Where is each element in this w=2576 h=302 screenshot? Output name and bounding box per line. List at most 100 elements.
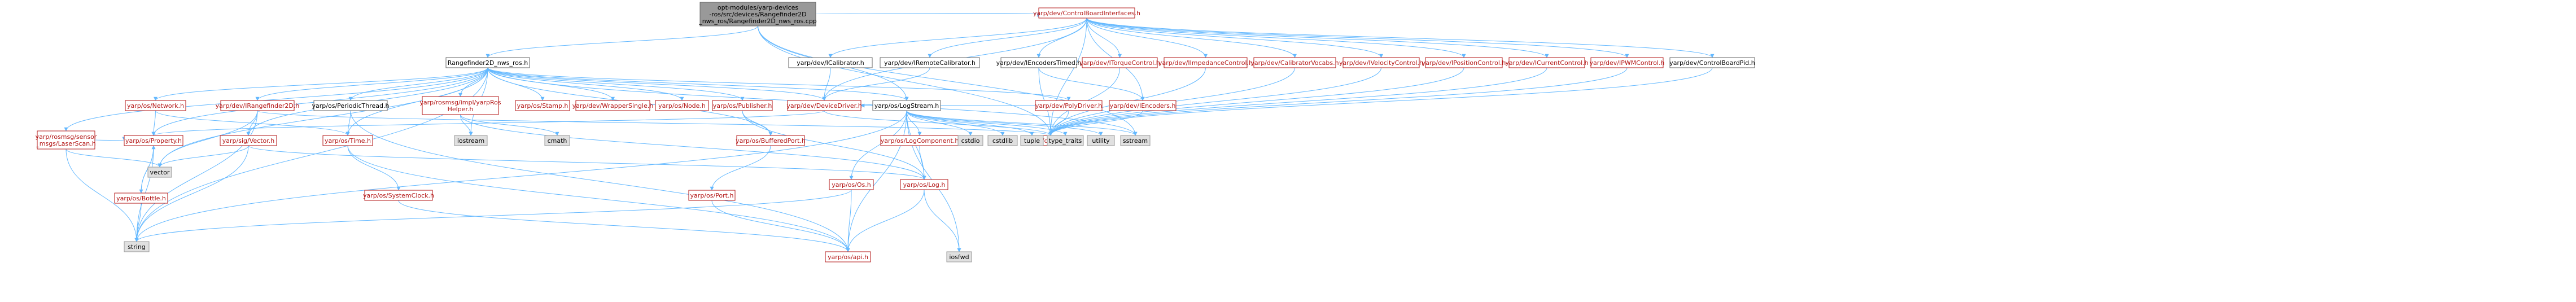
node-label-stamp: yarp/os/Stamp.h	[517, 102, 568, 110]
node-label-ipc: yarp/dev/IPositionControl.h	[1422, 59, 1506, 67]
edge-cbi-to-ipwm	[1086, 17, 1629, 58]
node-ienc[interactable]: yarp/dev/IEncoders.h	[1109, 100, 1177, 111]
node-box-cmath	[544, 135, 570, 146]
edge-cbi-to-icc	[1086, 17, 1549, 58]
node-osapi[interactable]: yarp/os/api.h	[825, 251, 871, 262]
node-label-irf: yarp/dev/IRangefinder2D.h	[216, 102, 300, 110]
node-label-ipwm: yarp/dev/IPWMControl.h	[1590, 59, 1665, 67]
node-ipwm[interactable]: yarp/dev/IPWMControl.h	[1590, 57, 1665, 68]
edges-layer	[64, 12, 1715, 252]
node-label-bottle: yarp/os/Bottle.h	[116, 195, 166, 202]
node-laser[interactable]: yarp/rosmsg/sensor_msgs/LaserScan.h	[36, 130, 97, 150]
node-sigvec[interactable]: yarp/sig/Vector.h	[220, 135, 277, 146]
node-stamp[interactable]: yarp/os/Stamp.h	[515, 100, 570, 111]
node-label-ivc: yarp/dev/IVelocityControl.h	[1339, 59, 1423, 67]
edge-rosh-to-cmath	[460, 114, 559, 136]
node-ivc[interactable]: yarp/dev/IVelocityControl.h	[1339, 57, 1423, 68]
node-label-vector: vector	[150, 169, 170, 176]
node-box-sigvec	[220, 135, 277, 146]
node-typetraits: type_traits	[1047, 135, 1084, 146]
edge-rnws-to-logs	[487, 67, 909, 101]
node-logc[interactable]: yarp/os/LogComponent.h	[880, 135, 959, 146]
node-box-string	[124, 241, 150, 252]
node-irc: yarp/dev/IRemoteCalibrator.h	[880, 57, 980, 68]
edge-time-to-sysclk	[347, 145, 401, 191]
node-icc[interactable]: yarp/dev/ICurrentControl.h	[1505, 57, 1589, 68]
edge-logs-to-utility	[906, 110, 1103, 136]
edge-logs-to-logc	[906, 110, 922, 136]
node-irf[interactable]: yarp/dev/IRangefinder2D.h	[216, 100, 300, 111]
node-box-cstdlib	[987, 135, 1018, 146]
edge-iet-to-ienc	[1038, 67, 1145, 101]
node-time[interactable]: yarp/os/Time.h	[322, 135, 373, 146]
edge-rnws-to-string	[134, 67, 488, 242]
edge-laser-to-prop	[94, 137, 126, 141]
node-iic[interactable]: yarp/dev/IImpedanceControl.h	[1158, 57, 1253, 68]
node-bottle[interactable]: yarp/os/Bottle.h	[114, 192, 168, 204]
edge-ienc-to-devapi	[1048, 110, 1143, 136]
node-box-iet	[1000, 57, 1077, 68]
edge-ical-to-devdrv	[822, 67, 831, 101]
edge-pub-to-bport	[742, 110, 773, 136]
edge-rnws-to-devdrv	[487, 67, 826, 101]
node-label-poly: yarp/dev/PolyDriver.h	[1035, 102, 1102, 110]
edge-root-to-rnws	[486, 25, 758, 58]
edge-logs-to-tuple	[906, 110, 1034, 136]
node-label-time: yarp/os/Time.h	[325, 137, 371, 145]
edge-laser-to-string	[65, 148, 139, 242]
node-label-osapi: yarp/os/api.h	[828, 253, 868, 261]
node-logs: yarp/os/LogStream.h	[872, 100, 941, 111]
edge-cbi-to-devapi	[1048, 17, 1087, 136]
node-box-stamp	[515, 100, 570, 111]
node-cv[interactable]: yarp/dev/CalibratorVocabs.h	[1250, 57, 1339, 68]
node-net[interactable]: yarp/os/Network.h	[125, 100, 186, 111]
node-pub[interactable]: yarp/os/Publisher.h	[712, 100, 773, 111]
node-osh[interactable]: yarp/os/Os.h	[829, 179, 874, 190]
node-label-wrap: yarp/dev/WrapperSingle.h	[572, 102, 654, 110]
edge-sigvec-to-string	[134, 145, 249, 242]
edge-irf-to-string	[134, 110, 258, 242]
node-label-cstdlib: cstdlib	[992, 137, 1013, 145]
edge-rnws-to-pth	[348, 67, 488, 101]
edge-cbi-to-cbpid	[1086, 17, 1715, 58]
node-label-net: yarp/os/Network.h	[127, 102, 184, 110]
edge-rnws-to-laser	[64, 67, 488, 132]
node-itc[interactable]: yarp/dev/ITorqueControl.h	[1079, 57, 1160, 68]
node-label-cbi: yarp/dev/ControlBoardInterfaces.h	[1033, 10, 1140, 17]
node-port[interactable]: yarp/os/Port.h	[688, 190, 736, 201]
node-box-log	[900, 179, 948, 190]
node-box-devdrv	[787, 100, 861, 111]
node-ipc[interactable]: yarp/dev/IPositionControl.h	[1422, 57, 1506, 68]
node-cbi[interactable]: yarp/dev/ControlBoardInterfaces.h	[1033, 7, 1140, 19]
node-label-cv: yarp/dev/CalibratorVocabs.h	[1250, 59, 1339, 67]
edge-net-to-time	[155, 110, 350, 136]
node-label-sigvec: yarp/sig/Vector.h	[222, 137, 274, 145]
node-box-bottle	[114, 192, 168, 204]
node-label-logs: yarp/os/LogStream.h	[874, 102, 939, 110]
node-label-icc: yarp/dev/ICurrentControl.h	[1505, 59, 1588, 67]
edge-pth-to-time	[345, 110, 351, 136]
node-ical: yarp/dev/ICalibrator.h	[788, 57, 873, 68]
edge-logs-to-cstdio	[906, 110, 973, 136]
edge-logs-to-osh	[849, 110, 907, 180]
edge-cbi-to-irc	[928, 17, 1087, 58]
node-poly[interactable]: yarp/dev/PolyDriver.h	[1035, 100, 1103, 111]
node-label-node: yarp/os/Node.h	[658, 102, 706, 110]
node-box-prop	[124, 135, 183, 146]
node-label-cstdio: cstdio	[961, 137, 980, 145]
node-devdrv[interactable]: yarp/dev/DeviceDriver.h	[786, 100, 862, 111]
node-cbpid: yarp/dev/ControlBoardPid.h	[1669, 57, 1755, 68]
edge-logs-to-cstdlib	[906, 110, 1005, 136]
node-log[interactable]: yarp/os/Log.h	[900, 179, 948, 190]
node-node[interactable]: yarp/os/Node.h	[655, 100, 709, 111]
node-box-vector	[147, 167, 172, 178]
node-prop[interactable]: yarp/os/Property.h	[124, 135, 183, 146]
edge-ivc-to-devapi	[1048, 67, 1381, 136]
node-sysclk[interactable]: yarp/os/SystemClock.h	[363, 190, 434, 201]
node-bport[interactable]: yarp/os/BufferedPort.h	[736, 135, 806, 146]
node-wrap[interactable]: yarp/dev/WrapperSingle.h	[572, 100, 654, 111]
node-label-pth: yarp/os/PeriodicThread.h	[312, 102, 390, 110]
edge-sigvec-to-vector	[158, 145, 249, 168]
node-label-cbpid: yarp/dev/ControlBoardPid.h	[1669, 59, 1755, 67]
